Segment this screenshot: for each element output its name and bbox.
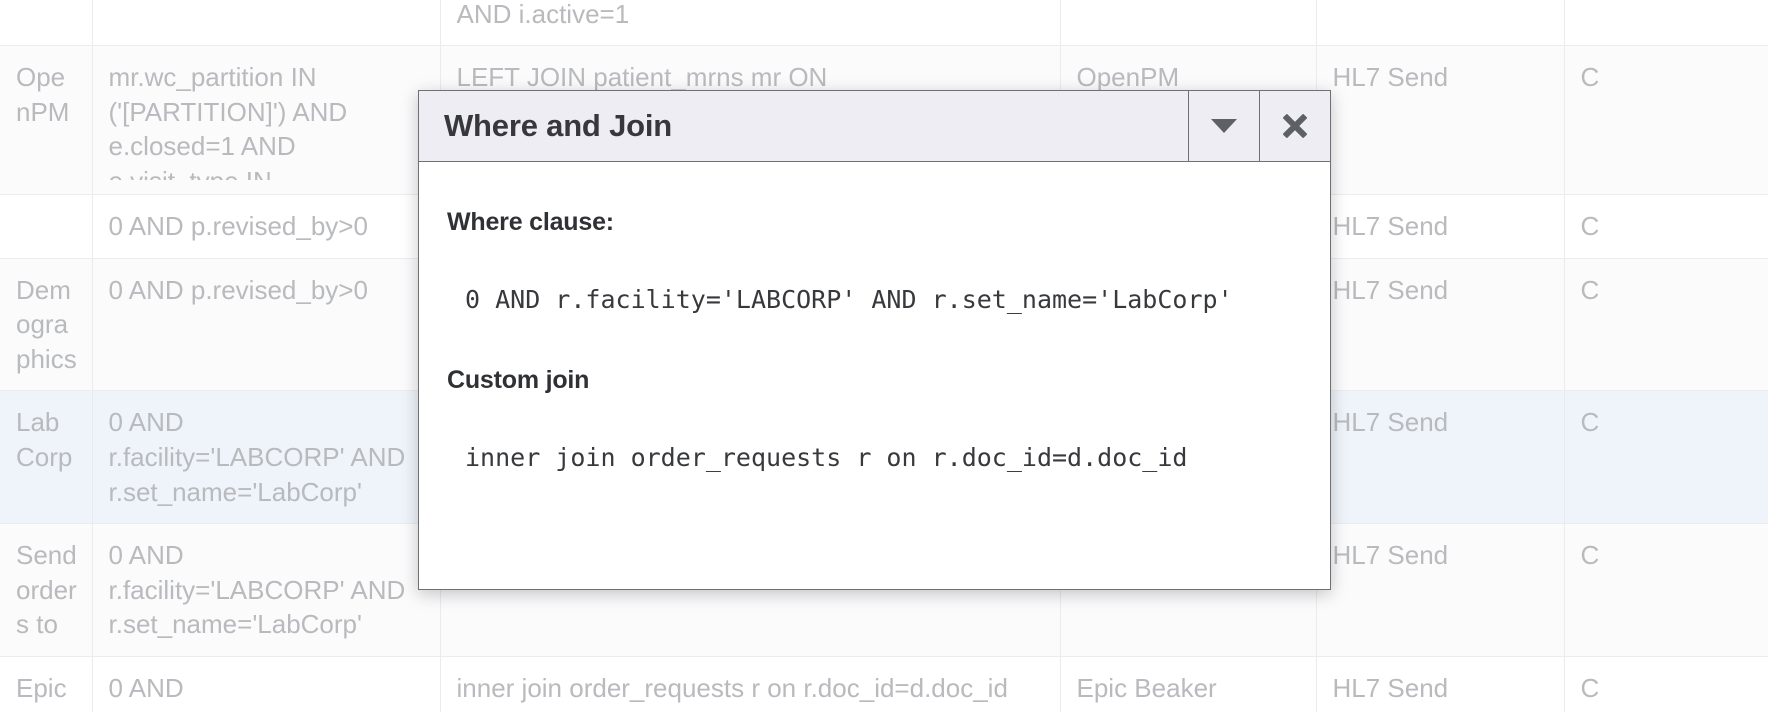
where-clause-value[interactable]: 0 AND r.facility='LABCORP' AND r.set_nam…	[465, 285, 1233, 314]
cell-extra: C	[1564, 656, 1768, 712]
cell-message-type: HL7 Send	[1316, 390, 1565, 525]
cell-join-clause: inner join order_requests r on r.doc_id=…	[440, 656, 1061, 712]
dialog-title: Where and Join	[444, 108, 673, 143]
cell-where-clause: 0 AND p.revised_by>0	[92, 194, 441, 259]
close-icon	[1282, 113, 1308, 139]
cell-where-clause: 0 AND p.revised_by>0	[92, 258, 441, 392]
cell-interface	[0, 0, 93, 47]
cell-system	[1060, 0, 1317, 47]
cell-where-clause: 0 AND r.facility='EPIC_BEAKER'	[92, 656, 441, 712]
section-spacer	[443, 314, 1306, 366]
cell-message-type: HL7 Send	[1316, 258, 1565, 392]
cell-message-type: HL7 Send	[1316, 523, 1565, 657]
cell-extra: C	[1564, 523, 1768, 657]
table-row[interactable]: Epic 0 AND r.facility='EPIC_BEAKER' inne…	[0, 656, 1768, 712]
dialog-body: Where clause: 0 AND r.facility='LABCORP'…	[419, 162, 1330, 589]
where-and-join-dialog: Where and Join Where clause: 0 AND r.fac…	[418, 90, 1331, 590]
cell-interface: Epic	[0, 656, 93, 712]
cell-message-type: HL7 Send	[1316, 45, 1565, 196]
dialog-dropdown-button[interactable]	[1188, 91, 1259, 161]
cell-where-clause: 0 AND r.facility='LABCORP' AND r.set_nam…	[92, 390, 441, 525]
cell-message-type: HL7 Send	[1316, 194, 1565, 259]
cell-join-clause: insurance_policy i ON i.pat_id=eb.fund_c…	[440, 0, 1061, 47]
cell-extra: C	[1564, 258, 1768, 392]
table-row[interactable]: i.policy_id IS NULL insurance_policy i O…	[0, 0, 1768, 47]
cell-where-clause: 0 AND r.facility='LABCORP' AND r.set_nam…	[92, 523, 441, 657]
cell-interface: LabCorp	[0, 390, 93, 525]
cell-where-clause: mr.wc_partition IN ('[PARTITION]') AND e…	[92, 45, 441, 196]
custom-join-label: Custom join	[447, 366, 590, 394]
dialog-header[interactable]: Where and Join	[419, 91, 1330, 162]
cell-extra: C	[1564, 194, 1768, 259]
cell-interface: OpenPM	[0, 45, 93, 196]
cell-extra	[1564, 0, 1768, 47]
dialog-close-button[interactable]	[1259, 91, 1330, 161]
cell-message-type: HL7 Send	[1316, 656, 1565, 712]
cell-message-type	[1316, 0, 1565, 47]
caret-down-icon	[1211, 119, 1237, 133]
where-clause-label: Where clause:	[447, 208, 614, 236]
cell-interface: Send orders to	[0, 523, 93, 657]
cell-system: Epic Beaker	[1060, 656, 1317, 712]
custom-join-value[interactable]: inner join order_requests r on r.doc_id=…	[465, 443, 1188, 472]
cell-where-clause: i.policy_id IS NULL	[92, 0, 441, 47]
cell-interface: Demographics	[0, 258, 93, 392]
cell-extra: C	[1564, 390, 1768, 525]
cell-interface	[0, 194, 93, 259]
cell-extra: C	[1564, 45, 1768, 196]
